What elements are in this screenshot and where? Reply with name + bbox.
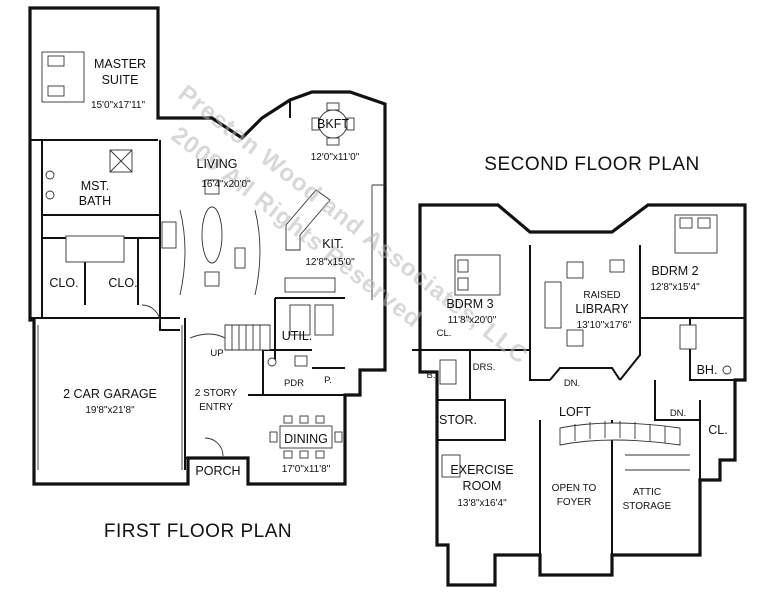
library-label: RAISED <box>583 290 620 301</box>
entry-label-2: ENTRY <box>199 402 233 413</box>
garage-door-line <box>37 325 183 470</box>
library-label-2: LIBRARY <box>575 302 629 316</box>
drs-label: DRS. <box>473 362 496 373</box>
exercise-dims: 13'8"x16'4" <box>457 498 507 509</box>
master-bed <box>41 51 85 103</box>
dining-dims: 17'0"x11'8" <box>282 464 331 475</box>
exercise-label: EXERCISE <box>450 463 513 477</box>
first-floor-title: FIRST FLOOR PLAN <box>104 521 292 542</box>
bdrm3-dims: 11'8"x20'0" <box>448 315 497 326</box>
second-floor-plan <box>412 203 747 587</box>
exercise-label-2: ROOM <box>463 479 502 493</box>
first-floor-exterior-wall <box>28 6 387 486</box>
first-floor-stair <box>189 324 271 351</box>
living-label: LIVING <box>197 157 238 171</box>
closet-cl-left-label: CL. <box>437 328 452 339</box>
stor-label: STOR. <box>439 413 477 427</box>
stair-up-label: UP <box>210 348 223 359</box>
mst-bath-label-2: BATH <box>79 194 111 208</box>
library-dn-label: DN. <box>564 378 580 389</box>
kitchen-label: KIT. <box>322 237 344 251</box>
second-floor-stair <box>559 421 681 446</box>
bkft-dims: 12'0"x11'0" <box>311 152 360 163</box>
kitchen-island <box>285 189 331 251</box>
master-suite-label: MASTER <box>94 57 146 71</box>
pantry-label: P. <box>324 375 332 386</box>
library-dims: 13'10"x17'6" <box>577 320 632 331</box>
closet-cl-right-label: CL. <box>708 423 727 437</box>
closet-left-label: CLO. <box>49 276 78 290</box>
bdrm3-label: BDRM 3 <box>446 297 493 311</box>
attic-label: ATTIC <box>633 487 661 498</box>
open-foyer-label: OPEN TO <box>552 483 597 494</box>
bdrm3-bed <box>454 254 501 296</box>
second-floor-title: SECOND FLOOR PLAN <box>484 154 699 175</box>
util-label: UTIL. <box>282 329 313 343</box>
entry-label: 2 STORY <box>195 388 238 399</box>
garage-label: 2 CAR GARAGE <box>63 387 157 401</box>
kitchen-dims: 12'8"x15'0" <box>305 257 355 268</box>
open-foyer-label-2: FOYER <box>557 497 591 508</box>
bkft-label: BKFT <box>317 117 349 131</box>
master-suite-dims: 15'0"x17'11" <box>91 100 146 111</box>
porch-label: PORCH <box>195 464 240 478</box>
mst-bath-label: MST. <box>81 179 109 193</box>
closet-right-label: CLO. <box>108 276 137 290</box>
first-floor-plan <box>28 6 387 486</box>
living-dims: 16'4"x20'0" <box>201 179 251 190</box>
second-floor-interior-walls <box>412 245 745 555</box>
bdrm2-dims: 12'8"x15'4" <box>650 282 700 293</box>
dining-label: DINING <box>284 432 328 446</box>
master-suite-label-2: SUITE <box>102 73 139 87</box>
bdrm2-label: BDRM 2 <box>651 264 698 278</box>
garage-dims: 19'8"x21'8" <box>85 405 135 416</box>
dining-table <box>279 425 333 449</box>
attic-label-2: STORAGE <box>623 501 672 512</box>
living-rug <box>201 206 223 264</box>
bdrm2-bed <box>674 214 718 254</box>
pdr-label: PDR <box>284 378 304 389</box>
library-sofa <box>544 281 562 329</box>
stair-dn-label: DN. <box>670 408 686 419</box>
b-label: B. <box>427 370 436 381</box>
bh-label: BH. <box>697 363 718 377</box>
loft-label: LOFT <box>559 405 591 419</box>
fireplace <box>161 221 177 249</box>
